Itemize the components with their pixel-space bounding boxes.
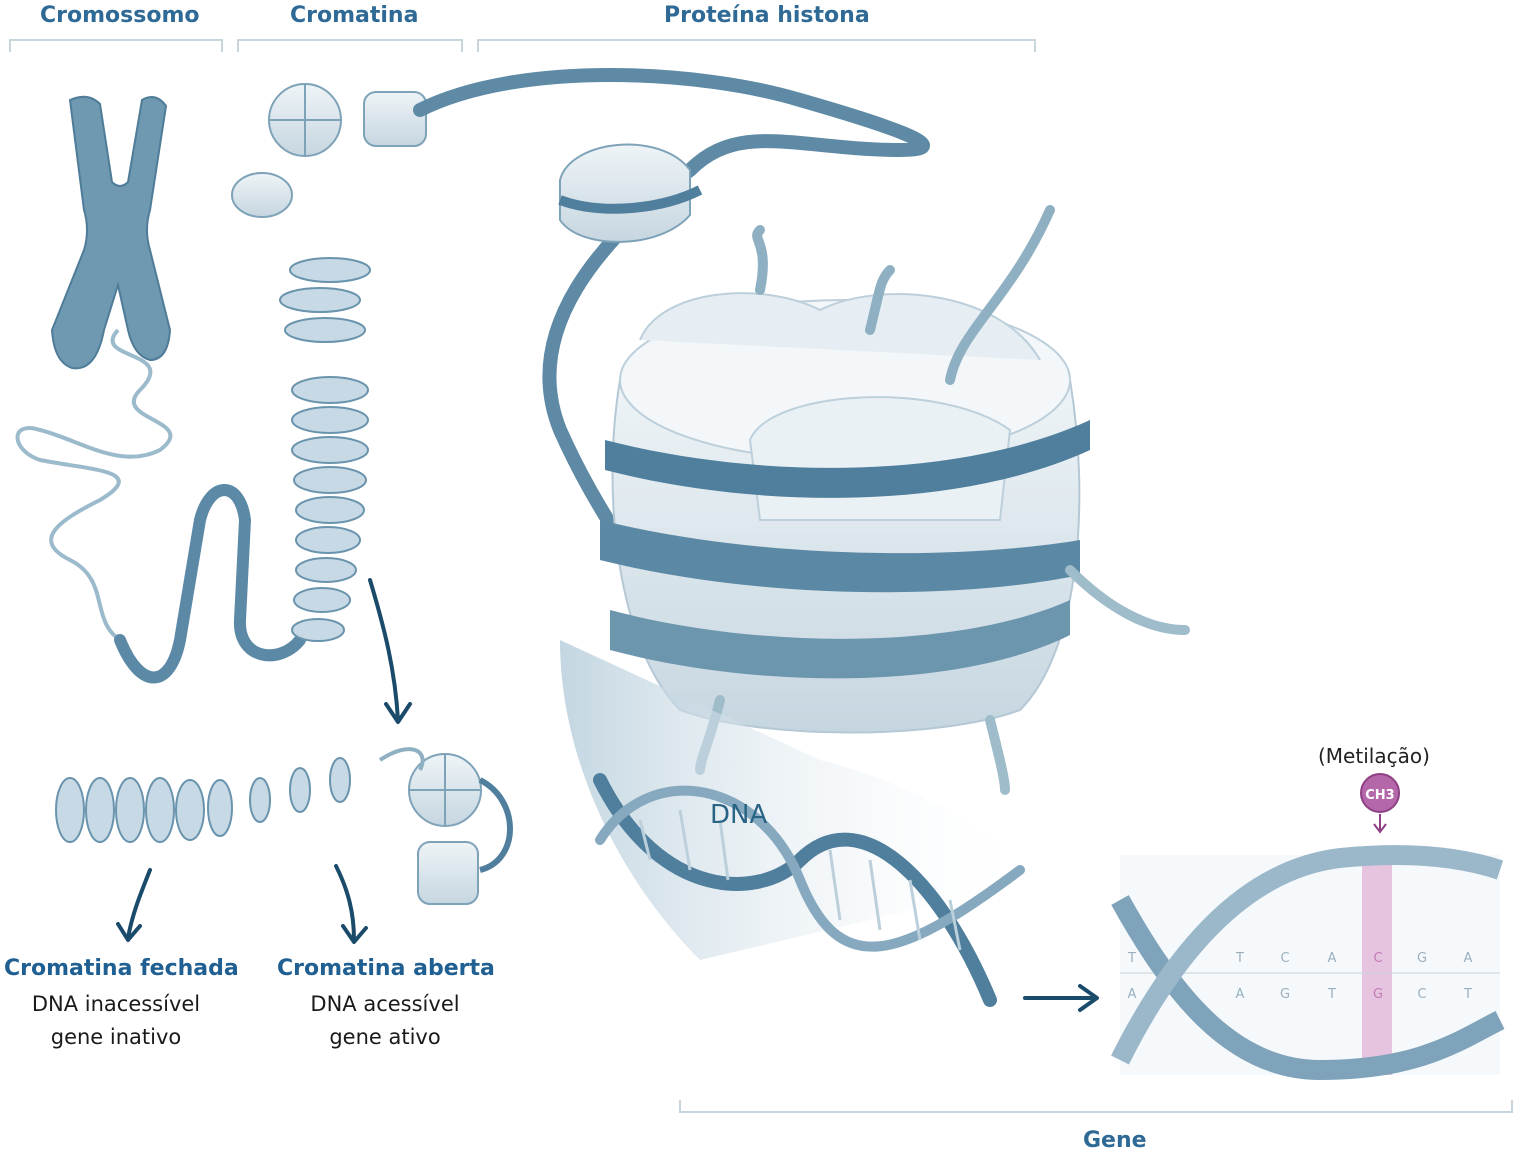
header-histone-protein: Proteína histona <box>664 3 870 28</box>
base-bottom-0: A <box>1128 987 1137 1002</box>
dna-label: DNA <box>710 800 768 830</box>
base-bottom-2: G <box>1280 987 1290 1002</box>
histone-octamer <box>600 205 1190 795</box>
nucleosomes-bottom <box>378 747 513 905</box>
base-bottom-3: T <box>1327 987 1336 1002</box>
base-top-0: T <box>1127 951 1136 966</box>
methyl-group-circle <box>1360 773 1400 813</box>
base-bottom-5: C <box>1417 987 1426 1002</box>
header-chromosome: Cromossomo <box>40 3 200 28</box>
dna-helix-rungs <box>638 809 962 951</box>
methyl-group-label: CH3 <box>1365 788 1394 803</box>
dna-ribbon <box>413 68 930 607</box>
open-chromatin-title: Cromatina aberta <box>277 956 495 981</box>
base-top-4: C <box>1373 951 1382 966</box>
base-bottom-4: G <box>1373 987 1383 1002</box>
chromatin-nucleosomes-top <box>231 83 427 218</box>
arrow-closed <box>126 868 152 940</box>
loose-dna-strand <box>15 328 306 684</box>
base-top-2: C <box>1280 951 1289 966</box>
arrow-chromatin-down <box>368 578 400 722</box>
open-chromatin-line2: gene ativo <box>329 1025 441 1049</box>
open-chromatin-line1: DNA acessível <box>310 992 460 1016</box>
closed-chromatin-line2: gene inativo <box>50 1025 182 1049</box>
base-bottom-6: T <box>1463 987 1472 1002</box>
header-chromatin: Cromatina <box>290 3 419 28</box>
chromosome <box>50 95 172 370</box>
base-top-1: T <box>1235 951 1244 966</box>
dna-helix <box>593 773 1025 1007</box>
nucleosome-top <box>558 143 703 243</box>
arrows <box>116 578 1099 1012</box>
base-top-3: A <box>1328 951 1337 966</box>
closed-chromatin-line1: DNA inacessível <box>31 992 201 1016</box>
methylated-base-column <box>1362 855 1392 1075</box>
header-gene: Gene <box>1083 1128 1147 1153</box>
closed-chromatin-title: Cromatina fechada <box>4 956 239 981</box>
base-bottom-1: A <box>1236 987 1245 1002</box>
chromatin-horizontal <box>55 757 351 843</box>
methylation-label: (Metilação) <box>1318 744 1430 768</box>
chromatin-coil <box>279 257 371 642</box>
base-top-5: G <box>1417 951 1427 966</box>
gene-bases: T T C A C G A A A G T G C T <box>1127 951 1473 1002</box>
arrow-open <box>334 864 356 942</box>
gene-detail: CH3 <box>1111 773 1505 1081</box>
header-brackets <box>9 39 1513 1113</box>
base-top-6: A <box>1464 951 1473 966</box>
gene-strand-b <box>1111 845 1504 1065</box>
